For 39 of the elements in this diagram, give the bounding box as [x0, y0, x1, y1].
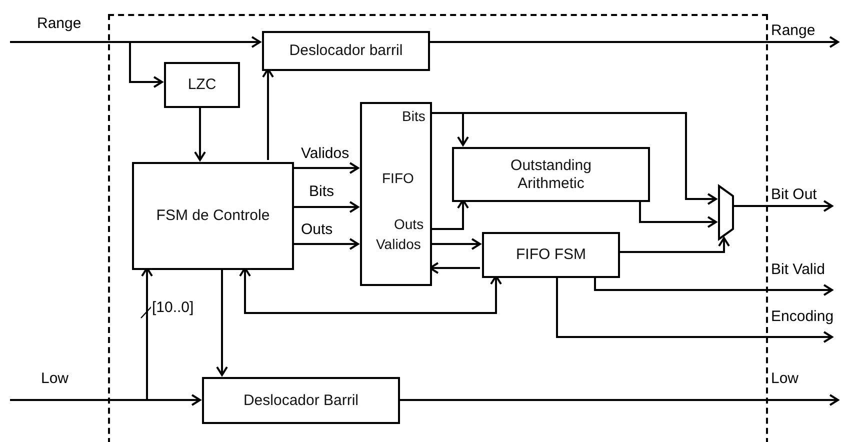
- arrow: [428, 36, 839, 48]
- port-label: Bits: [402, 108, 426, 124]
- arrow: [10, 394, 201, 406]
- arrow: [430, 238, 481, 250]
- edge-label: Encoding: [770, 309, 835, 326]
- arrow: [639, 200, 717, 228]
- process-block: [262, 31, 430, 71]
- arrow: [129, 42, 163, 88]
- process-block: [452, 147, 650, 202]
- arrow: [292, 162, 359, 174]
- port-label: Validos: [376, 236, 421, 252]
- fifo-block: [360, 102, 432, 286]
- process-block: [132, 162, 294, 270]
- block-label: Deslocador Barril: [243, 392, 359, 410]
- port-label: Outs: [394, 216, 424, 232]
- arrow: [216, 268, 228, 376]
- arrow: [732, 200, 833, 212]
- process-block: [164, 62, 240, 108]
- block-label: FSM de Controle: [156, 207, 270, 225]
- arrow: [194, 106, 206, 161]
- dashed-boundary: [108, 14, 768, 442]
- edge-label: [10..0]: [151, 300, 195, 316]
- process-block: [202, 377, 400, 424]
- block-label: Outstanding Arithmetic: [510, 156, 592, 192]
- block-title: FIFO: [382, 170, 414, 186]
- process-block: [482, 232, 620, 278]
- edge-label: Range: [770, 23, 816, 40]
- arrow: [292, 238, 359, 250]
- arrow: [556, 276, 833, 343]
- block-label: Deslocador barril: [289, 42, 403, 60]
- arrow: [292, 201, 359, 213]
- arrow: [594, 276, 833, 296]
- edge-label: Range: [36, 16, 82, 32]
- block-label: LZC: [188, 76, 216, 94]
- arrow: [618, 237, 730, 253]
- arrow: [10, 36, 261, 48]
- arrow: [430, 112, 717, 205]
- block-label: FIFO FSM: [516, 246, 586, 264]
- arrow: [398, 394, 839, 406]
